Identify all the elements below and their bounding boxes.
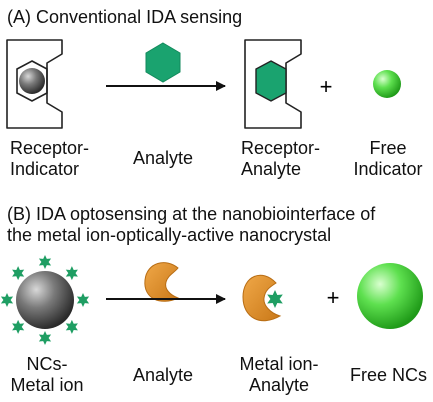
receptor-indicator-label-line1: Receptor- (10, 138, 90, 158)
free-indicator-label-line2: Indicator (353, 159, 423, 179)
bound-metal-ion-star (267, 290, 283, 308)
ncs-metal-ion-label-line1: NCs- (26, 354, 68, 374)
analyte-label-a: Analyte (133, 148, 194, 168)
ncs-metal-ion-label: NCs- Metal ion (2, 354, 92, 396)
metal-ion-analyte-complex (242, 274, 283, 322)
receptor-analyte-label: Receptor- Analyte (241, 138, 320, 180)
analyte-hexagon (145, 42, 181, 83)
metal-ion-analyte-label-line2: Analyte (248, 375, 310, 395)
metal-ion-stars (0, 255, 90, 345)
panel-b-heading: (B) IDA optosensing at the nanobiointerf… (7, 204, 375, 246)
panel-b-heading-line1: (B) IDA optosensing at the nanobiointerf… (7, 204, 376, 224)
receptor-indicator-label: Receptor- Indicator (10, 138, 100, 180)
metal-ion-star (76, 293, 90, 307)
metal-ion-star (12, 319, 25, 334)
metal-ion-star (38, 331, 52, 345)
free-nanocrystal-sphere (357, 263, 423, 329)
indicator-sphere (19, 68, 45, 94)
free-indicator-label-line1: Free (369, 138, 407, 158)
panel-a-heading: (A) Conventional IDA sensing (7, 7, 243, 27)
free-indicator-sphere (373, 70, 401, 98)
receptor-analyte-label-line2: Analyte (241, 159, 302, 179)
nanocrystal-metal-ion (0, 255, 90, 345)
receptor-analyte-label-line1: Receptor- (241, 138, 321, 158)
complex-crescent (242, 274, 282, 322)
free-ncs-label: Free NCs (350, 365, 428, 385)
analyte-crescent (144, 262, 180, 302)
analyte-label-b: Analyte (133, 365, 194, 385)
metal-ion-star (12, 266, 25, 281)
receptor-indicator-complex (6, 39, 63, 129)
bound-analyte-hexagon (255, 60, 287, 102)
panel-b-heading-line2: the metal ion-optically-active nanocryst… (7, 225, 332, 245)
nanocrystal-sphere (16, 271, 74, 329)
metal-ion-star (0, 293, 14, 307)
plus-sign-b: + (327, 285, 340, 310)
free-indicator-label: Free Indicator (345, 138, 431, 180)
receptor-hexagon-site (16, 60, 48, 102)
metal-ion-analyte-label-line1: Metal ion- (239, 354, 319, 374)
metal-ion-star (65, 319, 78, 334)
bound-metal-ion-star-shape (267, 290, 283, 308)
metal-ion-star (38, 255, 52, 269)
metal-ion-star (65, 266, 78, 281)
receptor-indicator-label-line2: Indicator (10, 159, 80, 179)
metal-ion-analyte-label: Metal ion- Analyte (234, 354, 324, 396)
ncs-metal-ion-label-line2: Metal ion (10, 375, 84, 395)
receptor-analyte-complex (244, 39, 302, 129)
plus-sign-a: + (320, 74, 333, 99)
